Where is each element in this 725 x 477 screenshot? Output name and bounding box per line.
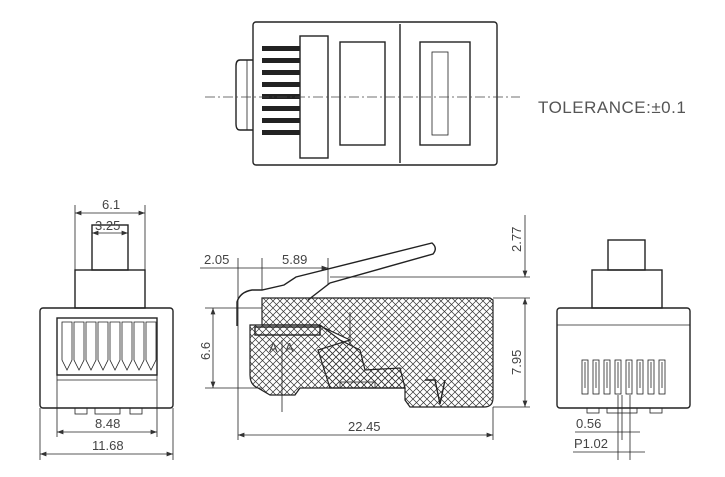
dim-latch-offset: 2.05 [204,252,229,267]
top-view: TOLERANCE:±0.1 [205,21,686,166]
top-contact [262,82,300,87]
tolerance-note: TOLERANCE:±0.1 [538,98,686,117]
front-blade [97,321,109,371]
dim-tab-width: 3.25 [95,218,120,233]
rear-contact [603,359,611,395]
top-contact [262,94,300,99]
front-blade [85,321,97,371]
top-contact [262,106,300,111]
front-blade [73,321,85,371]
dim-latch-length: 5.89 [282,252,307,267]
front-view: 6.1 3.25 8.48 11.68 [39,197,174,460]
rear-contact [658,359,666,395]
rear-contact [614,359,622,395]
mark-a-2: A [285,340,294,355]
top-contact [262,46,300,51]
dim-body-height: 7.95 [509,350,524,375]
mark-a-1: A [269,340,278,355]
rear-contact [592,359,600,395]
dim-length: 22.45 [348,419,381,434]
top-contact [262,130,300,135]
side-view: A A 2.05 5.89 6.6 2.77 7.95 22.45 [198,215,530,440]
top-contact [262,58,300,63]
dim-inner-width: 8.48 [95,416,120,431]
dim-top-width: 6.1 [102,197,120,212]
dim-latch-rise: 2.77 [509,227,524,252]
top-contact [262,118,300,123]
front-blade [121,321,133,371]
front-blade [61,321,73,371]
front-blade [133,321,145,371]
rear-view: 0.56 P1.02 [556,239,691,460]
front-blade [145,321,157,371]
top-contact [262,70,300,75]
rear-contact [625,359,633,395]
dim-contact-width: 0.56 [576,416,601,431]
rear-contact [636,359,644,395]
dim-pitch: P1.02 [574,436,608,451]
rear-contact [647,359,655,395]
rear-contact [581,359,589,395]
dim-height: 6.6 [198,342,213,360]
dim-overall-width: 11.68 [92,438,124,453]
front-blade [109,321,121,371]
